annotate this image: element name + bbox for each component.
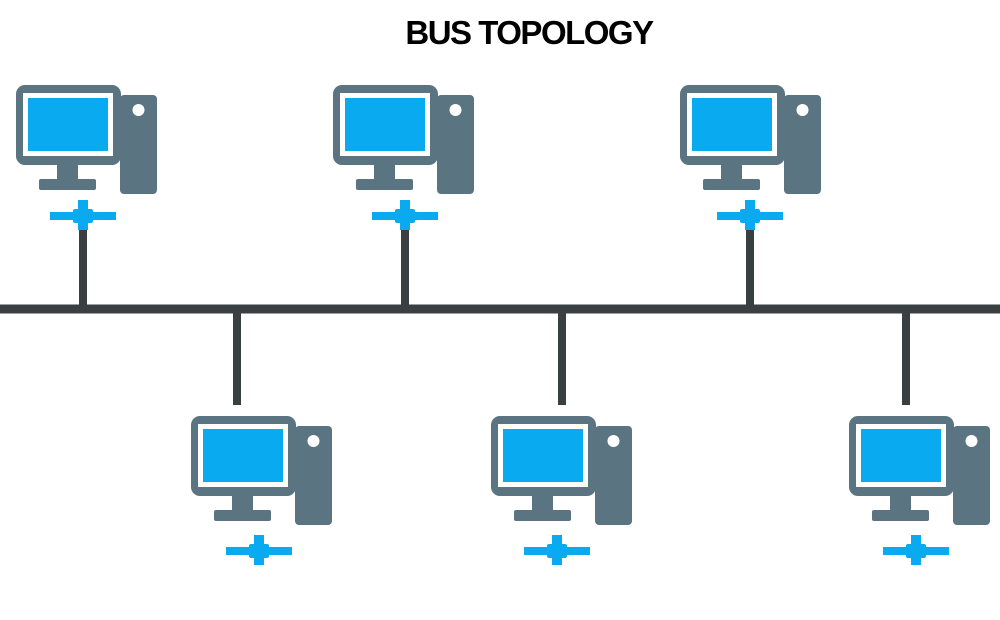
desktop-computer-icon: [16, 85, 157, 194]
t-connector-icon: [524, 535, 590, 565]
computer-6: [849, 416, 990, 565]
computer-2: [333, 85, 474, 230]
t-connector-icon: [50, 200, 116, 230]
diagram-title: BUS TOPOLOGY: [405, 14, 654, 51]
t-connector-icon: [226, 535, 292, 565]
desktop-computer-icon: [680, 85, 821, 194]
desktop-computer-icon: [491, 416, 632, 525]
computer-5: [491, 416, 632, 565]
t-connector-icon: [717, 200, 783, 230]
computer-1: [16, 85, 157, 230]
t-connector-icon: [372, 200, 438, 230]
desktop-computer-icon: [333, 85, 474, 194]
desktop-computer-icon: [191, 416, 332, 525]
computer-3: [680, 85, 821, 230]
desktop-computer-icon: [849, 416, 990, 525]
t-connector-icon: [883, 535, 949, 565]
computer-4: [191, 416, 332, 565]
